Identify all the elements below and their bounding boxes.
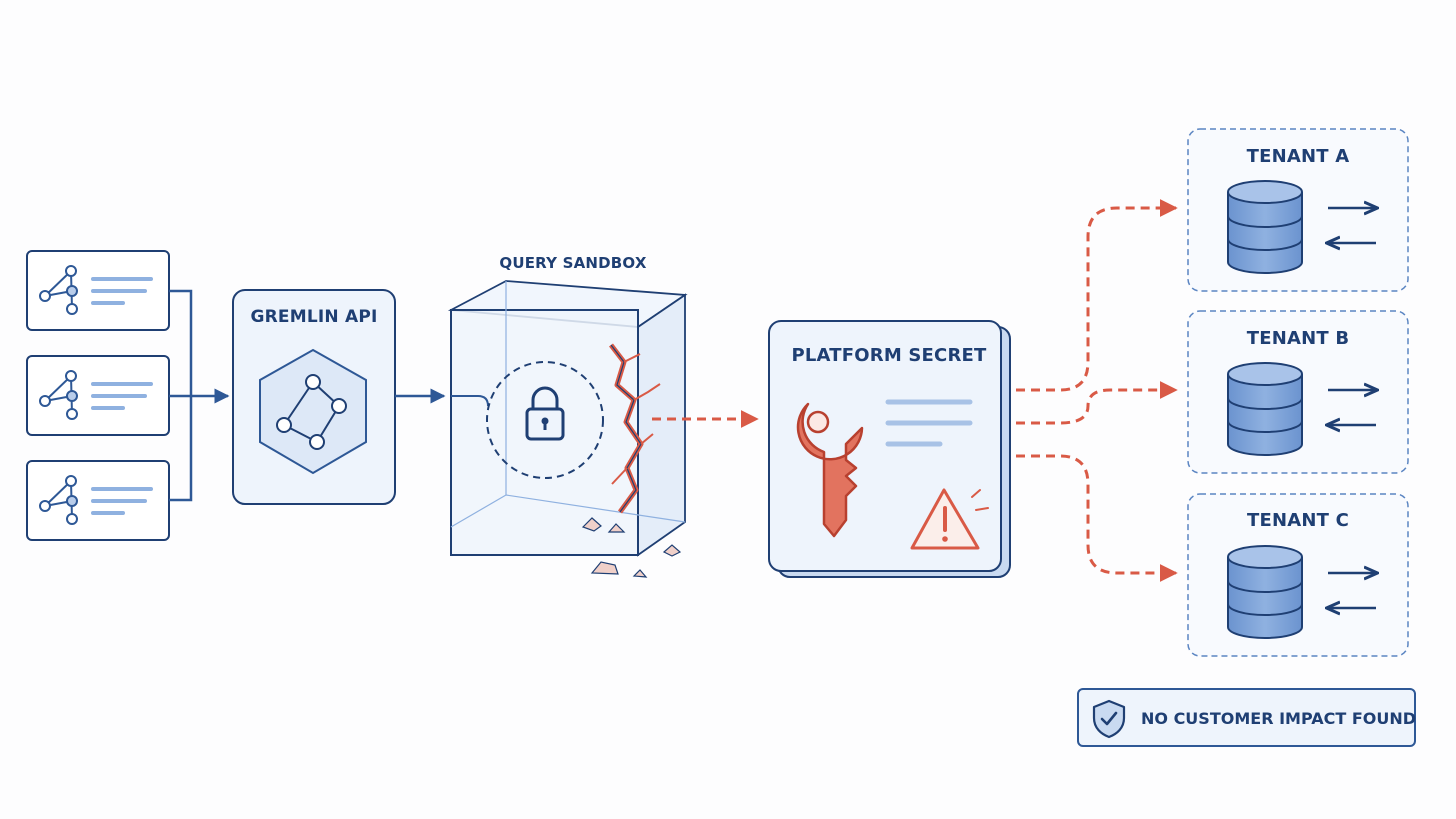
client-card-2 xyxy=(26,355,170,436)
key-icon xyxy=(796,402,864,538)
padlock-icon xyxy=(525,386,565,441)
gremlin-api-node xyxy=(232,289,396,505)
tenant-c-box xyxy=(1187,493,1409,657)
text-lines xyxy=(885,399,973,447)
bidirectional-arrows-icon xyxy=(1328,208,1376,243)
secret-to-tenant-b-arrow xyxy=(1016,381,1178,425)
graph-document-icon xyxy=(39,265,78,315)
platform-secret-label: PLATFORM SECRET xyxy=(791,345,987,366)
status-badge-label: NO CUSTOMER IMPACT FOUND xyxy=(1141,709,1417,728)
crack-fracture xyxy=(609,343,661,514)
warning-triangle-icon xyxy=(910,488,989,550)
tenant-b-box xyxy=(1187,310,1409,474)
secret-to-tenant-c-arrow xyxy=(1016,454,1178,582)
hexagon-graph-icon xyxy=(259,348,367,475)
debris xyxy=(581,517,682,578)
database-icon xyxy=(1227,180,1303,274)
shield-check-icon xyxy=(1092,699,1126,739)
client-card-3 xyxy=(26,460,170,541)
gremlin-api-label: GREMLIN API xyxy=(250,307,378,327)
database-icon xyxy=(1227,362,1303,456)
text-lines xyxy=(91,487,153,515)
bidirectional-arrows-icon xyxy=(1328,390,1376,425)
platform-secret-card xyxy=(768,320,1011,578)
bidirectional-arrows-icon xyxy=(1328,573,1376,608)
graph-document-icon xyxy=(39,370,78,420)
text-lines xyxy=(91,277,153,305)
tenant-a-label: TENANT A xyxy=(1246,146,1350,167)
tenant-a-box xyxy=(1187,128,1409,292)
client-card-1 xyxy=(26,250,170,331)
query-sandbox-cube xyxy=(447,280,688,578)
status-badge: NO CUSTOMER IMPACT FOUND xyxy=(1077,688,1416,747)
client-bracket-connector xyxy=(169,289,193,502)
query-sandbox-label: QUERY SANDBOX xyxy=(499,254,647,272)
tenant-c-label: TENANT C xyxy=(1247,510,1349,531)
tenant-b-label: TENANT B xyxy=(1246,328,1350,349)
database-icon xyxy=(1227,545,1303,639)
text-lines xyxy=(91,382,153,410)
graph-document-icon xyxy=(39,475,78,525)
secret-to-tenant-a-arrow xyxy=(1016,199,1178,392)
